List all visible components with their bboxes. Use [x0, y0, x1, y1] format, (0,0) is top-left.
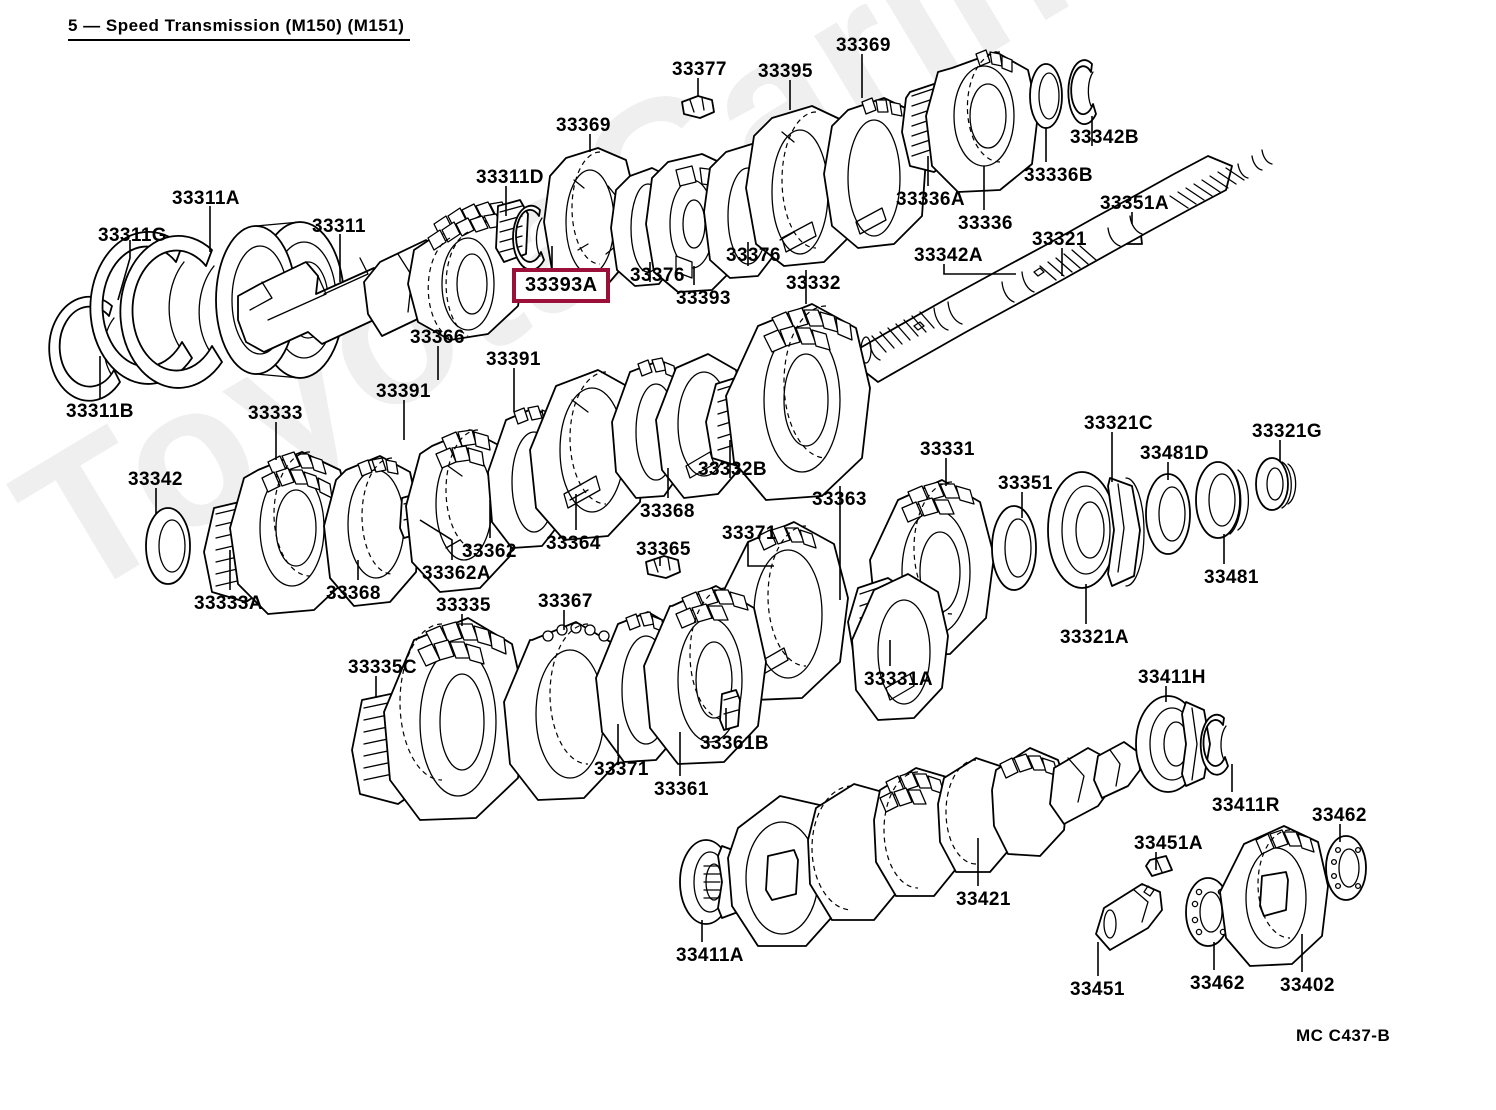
leader-lines	[99, 54, 1341, 976]
part-33333	[229, 451, 355, 615]
part-33342	[145, 507, 191, 585]
callout-33369-a: 33369	[556, 115, 611, 136]
callout-33481: 33481	[1204, 567, 1259, 588]
callout-33342A: 33342A	[914, 245, 983, 266]
part-33361B	[719, 689, 741, 731]
part-33351	[991, 505, 1037, 591]
callout-33421: 33421	[956, 889, 1011, 910]
callout-33393: 33393	[676, 288, 731, 309]
diagram-code: MC C437-B	[1296, 1026, 1391, 1045]
part-33321A	[1047, 471, 1141, 589]
part-33336B	[1029, 63, 1063, 129]
part-33481D	[1145, 473, 1191, 555]
part-33332	[725, 303, 871, 501]
part-33365	[645, 555, 681, 579]
callout-33336A: 33336A	[896, 189, 965, 210]
part-33462-a	[1185, 877, 1231, 947]
callout-33311B: 33311B	[66, 401, 134, 422]
part-33421	[727, 741, 1141, 947]
part-33368-a	[323, 455, 421, 607]
part-33336	[925, 49, 1039, 193]
callout-33395: 33395	[758, 61, 813, 82]
callout-33311D: 33311D	[476, 167, 544, 188]
part-33451	[1095, 883, 1163, 951]
callout-33321: 33321	[1032, 229, 1087, 250]
part-33331A	[851, 573, 949, 721]
callout-33331A: 33331A	[864, 669, 933, 690]
part-33369-b	[823, 97, 927, 249]
part-33411R	[1199, 713, 1229, 776]
part-33481	[1195, 461, 1250, 539]
callout-33335: 33335	[436, 595, 491, 616]
page-title: 5 — Speed Transmission (M150) (M151)	[68, 16, 411, 41]
callout-33411A: 33411A	[676, 945, 744, 966]
callout-33332B: 33332B	[698, 459, 767, 480]
part-33321C	[1125, 477, 1145, 587]
part-33321G	[1255, 457, 1297, 511]
part-33367	[503, 621, 627, 801]
callout-33333: 33333	[248, 403, 303, 424]
callout-33371-b: 33371	[594, 759, 649, 780]
part-33361	[643, 585, 767, 765]
part-33311G	[89, 231, 223, 389]
part-33411H	[1135, 695, 1211, 793]
callout-33335C: 33335C	[348, 657, 417, 678]
callout-33321G: 33321G	[1252, 421, 1323, 442]
callout-33311: 33311	[312, 216, 366, 237]
callout-33393A-highlighted: 33393A	[512, 268, 611, 303]
part-33342B	[1067, 59, 1097, 125]
callout-33311A: 33311A	[172, 188, 240, 209]
callout-33311G: 33311G	[98, 225, 167, 246]
part-33335	[383, 617, 527, 821]
part-33311	[237, 201, 525, 353]
callout-33351: 33351	[998, 473, 1053, 494]
callout-33361: 33361	[654, 779, 709, 800]
part-33462-b	[1325, 835, 1367, 901]
part-33393A	[512, 204, 545, 271]
callout-33462-b: 33462	[1312, 805, 1367, 826]
callout-33481D: 33481D	[1140, 443, 1209, 464]
callout-33377: 33377	[672, 59, 727, 80]
callout-33361B: 33361B	[700, 733, 769, 754]
callout-33376-b: 33376	[726, 245, 781, 266]
callout-33402: 33402	[1280, 975, 1335, 996]
callout-33371-a: 33371	[722, 523, 777, 544]
callout-33451: 33451	[1070, 979, 1125, 1000]
part-33451A	[1145, 855, 1173, 877]
callout-33336B: 33336B	[1024, 165, 1093, 186]
callout-33451A: 33451A	[1134, 833, 1203, 854]
callout-33411R: 33411R	[1212, 795, 1280, 816]
part-33377	[681, 95, 715, 119]
callout-33342: 33342	[128, 469, 183, 490]
callout-33342B: 33342B	[1070, 127, 1139, 148]
callout-33331: 33331	[920, 439, 975, 460]
callout-33411H: 33411H	[1138, 667, 1206, 688]
callout-33369-b: 33369	[836, 35, 891, 56]
part-33402	[1219, 825, 1329, 967]
callout-33321C: 33321C	[1084, 413, 1153, 434]
callout-33367: 33367	[538, 591, 593, 612]
callout-33362A: 33362A	[422, 563, 491, 584]
callout-33363: 33363	[812, 489, 867, 510]
callout-33376-a: 33376	[630, 265, 685, 286]
callout-33391-a: 33391	[486, 349, 541, 370]
part-33321	[859, 149, 1273, 383]
callout-33351A: 33351A	[1100, 193, 1169, 214]
callout-33336: 33336	[958, 213, 1013, 234]
callout-33368-b: 33368	[640, 501, 695, 522]
callout-33365: 33365	[636, 539, 691, 560]
callout-33368-a: 33368	[326, 583, 381, 604]
callout-33366: 33366	[410, 327, 465, 348]
callout-33462-a: 33462	[1190, 973, 1245, 994]
callout-33333A: 33333A	[194, 593, 263, 614]
callout-33364: 33364	[546, 533, 601, 554]
callout-33332: 33332	[786, 273, 841, 294]
callout-33362: 33362	[462, 541, 517, 562]
callout-33321A: 33321A	[1060, 627, 1129, 648]
callout-33391-b: 33391	[376, 381, 431, 402]
